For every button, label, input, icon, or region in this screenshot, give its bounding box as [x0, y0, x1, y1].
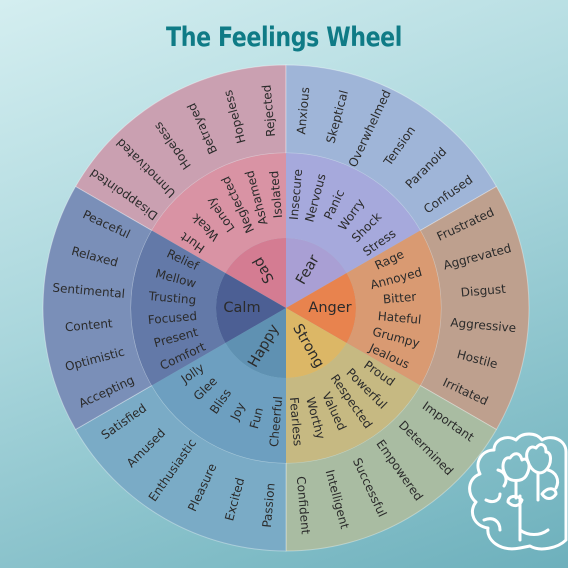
outer-label: Confident: [294, 476, 313, 535]
middle-segment-fear: [286, 153, 421, 273]
middle-label: Cheerful: [267, 396, 285, 448]
outer-label: Rejected: [259, 84, 277, 137]
outer-label: Aggressive: [450, 315, 517, 335]
middle-segment-happy: [151, 343, 286, 463]
middle-segment-anger: [346, 230, 441, 386]
middle-segment-strong: [286, 343, 421, 463]
core-segment-strong: [286, 308, 347, 378]
outer-label: Passion: [260, 482, 278, 528]
middle-label: Bitter: [382, 290, 416, 307]
core-segment-calm: [216, 273, 286, 343]
outer-label: Sentimental: [52, 281, 126, 301]
core-segment-happy: [225, 308, 286, 378]
middle-label: Fearless: [287, 396, 305, 446]
outer-label: Anxious: [294, 87, 312, 135]
core-segment-sad: [225, 238, 286, 308]
core-label-calm: Calm: [223, 300, 260, 316]
wheel-segments: [42, 64, 530, 552]
middle-label: Fun: [247, 406, 266, 430]
core-label-anger: Anger: [308, 300, 351, 316]
middle-segment-calm: [131, 230, 226, 386]
middle-label: Insecure: [287, 168, 305, 220]
core-segment-anger: [286, 273, 356, 343]
outer-label: Disgust: [460, 282, 506, 300]
middle-label: Trusting: [147, 289, 197, 307]
middle-label: Hateful: [377, 309, 422, 327]
outer-label: Content: [64, 316, 113, 334]
middle-segment-sad: [151, 153, 286, 273]
middle-label: Focused: [147, 309, 197, 327]
page-title: The Feelings Wheel: [166, 22, 402, 53]
middle-label: Isolated: [267, 170, 285, 219]
core-segment-fear: [286, 238, 347, 308]
